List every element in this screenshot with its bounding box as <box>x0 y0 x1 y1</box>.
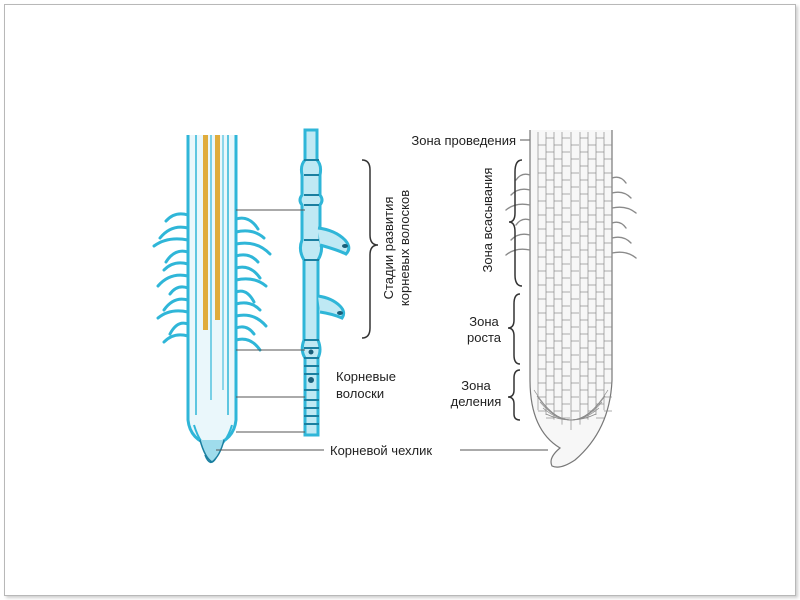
root-hair <box>515 173 531 181</box>
root-hair <box>162 297 190 312</box>
root-hair <box>515 218 531 226</box>
root-hair <box>611 191 632 199</box>
root-hair <box>234 301 262 312</box>
growth-zone-label-line1: Зона <box>469 314 499 329</box>
cellular-root-section <box>505 130 637 468</box>
root-hair <box>510 233 531 241</box>
root-hair <box>168 321 190 336</box>
root-hair <box>505 203 531 211</box>
division-zone-label-line1: Зона <box>461 378 491 393</box>
root-hair <box>611 221 627 229</box>
hair-development-strand <box>298 128 379 437</box>
root-hair <box>234 277 268 288</box>
root-hairs-label-line2: волоски <box>336 386 384 401</box>
colored-root-illustration <box>152 135 272 464</box>
absorption-zone-label: Зона всасывания <box>480 168 495 273</box>
connector-lines <box>216 139 548 451</box>
root-hair <box>164 249 190 264</box>
root-hair <box>162 261 190 272</box>
root-hair <box>162 333 190 344</box>
root-hair <box>234 265 262 280</box>
root-hair <box>234 325 256 336</box>
root-hair <box>611 206 637 214</box>
hair-stages-label-line2: корневых волосков <box>397 190 412 306</box>
root-hair <box>234 313 268 328</box>
slide-frame <box>4 4 796 596</box>
root-hair <box>156 273 190 288</box>
root-cap-label: Корневой чехлик <box>330 443 432 458</box>
root-hair <box>234 337 262 352</box>
root-hair <box>158 225 190 240</box>
root-hair <box>234 241 272 256</box>
division-zone-label-line2: деления <box>451 394 502 409</box>
root-hair <box>611 176 627 184</box>
root-hair <box>156 309 190 320</box>
root-hair <box>611 236 632 244</box>
root-hair <box>505 248 531 256</box>
root-hair <box>234 253 260 264</box>
root-hair <box>164 212 190 223</box>
root-hair <box>168 285 190 296</box>
hair-stages-label-line1: Стадии развития <box>381 197 396 300</box>
root-hair <box>611 251 637 259</box>
growth-zone-label-line2: роста <box>467 330 502 345</box>
root-hair <box>234 289 256 304</box>
root-hair <box>152 237 190 248</box>
root-hairs-label-line1: Корневые <box>336 369 396 384</box>
root-hair <box>234 229 266 240</box>
conduction-zone-label: Зона проведения <box>411 133 516 148</box>
root-hair <box>234 216 260 231</box>
root-hair <box>510 188 531 196</box>
